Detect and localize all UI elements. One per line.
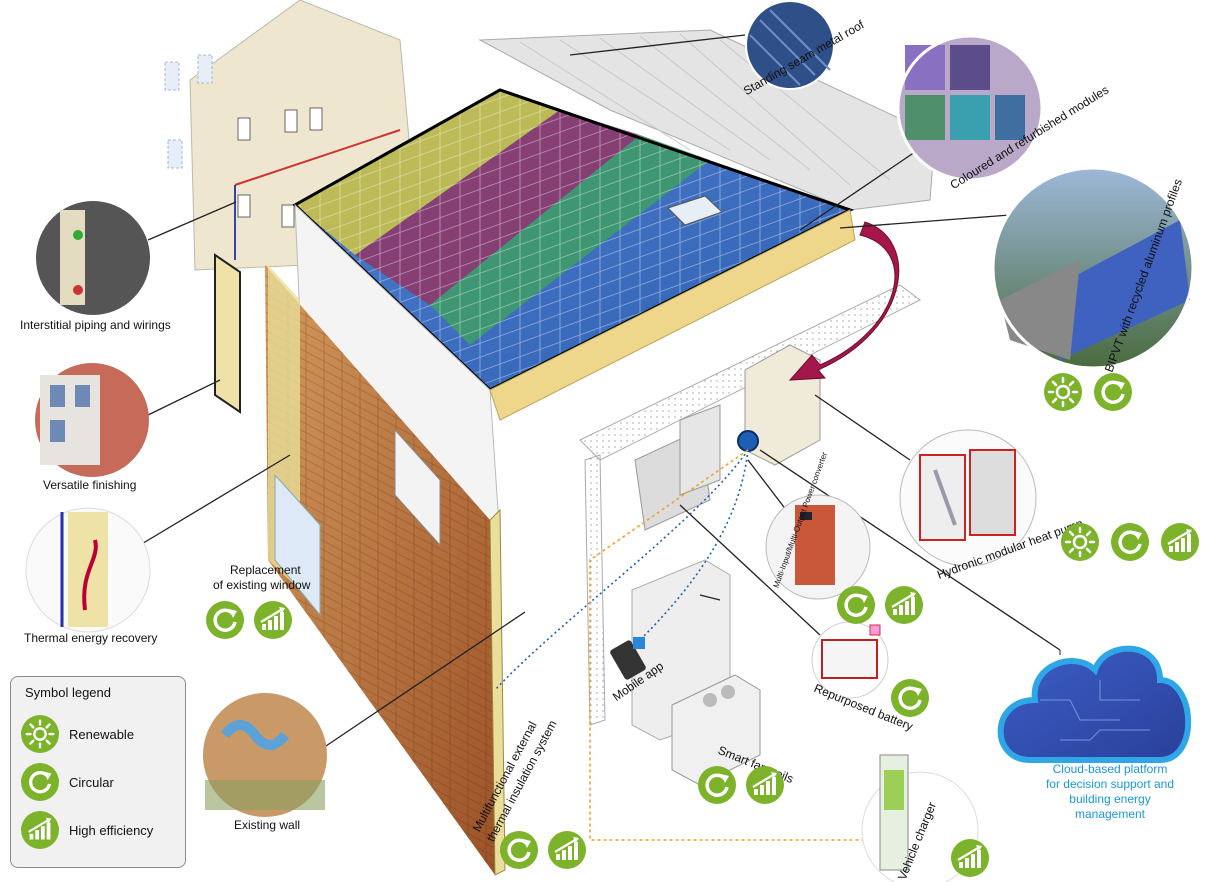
cloud-icon bbox=[997, 645, 1192, 763]
efficiency-bars-icon bbox=[950, 838, 990, 878]
vehicle-charger bbox=[861, 754, 979, 882]
efficiency-bars-icon bbox=[745, 765, 785, 805]
photo-standing-seam bbox=[745, 0, 835, 90]
legend-label-renewable: Renewable bbox=[69, 726, 135, 742]
efficiency-bars-icon bbox=[884, 585, 924, 625]
standing-seam-roof bbox=[478, 29, 936, 211]
legend-row-circular: Circular bbox=[21, 763, 114, 801]
photo-mimo bbox=[765, 494, 871, 600]
heat-duct-arrow bbox=[788, 221, 900, 381]
photo-heat-pump bbox=[899, 429, 1037, 567]
legend-label-circular: Circular bbox=[69, 774, 114, 790]
sun-icon bbox=[1043, 372, 1083, 412]
legend-row-efficiency: High efficiency bbox=[21, 811, 153, 849]
sun-icon bbox=[21, 715, 59, 753]
data-cables bbox=[494, 449, 749, 691]
cloud-platform-text: Cloud-based platform for decision suppor… bbox=[1035, 762, 1185, 822]
mobile-phone bbox=[610, 637, 646, 680]
brick-wall bbox=[265, 265, 495, 875]
photo-battery bbox=[811, 621, 889, 699]
label-interstitial: Interstitial piping and wirings bbox=[20, 318, 171, 332]
ghost-panels bbox=[164, 54, 213, 169]
circular-arrow-icon bbox=[21, 763, 59, 801]
circular-arrow-icon bbox=[205, 600, 245, 640]
cloud-text-line-4: management bbox=[1074, 807, 1146, 821]
label-existing-wall: Existing wall bbox=[234, 818, 301, 832]
power-cables bbox=[589, 449, 870, 841]
replacement-window-panel bbox=[214, 253, 321, 617]
cloud-text-line-2: for decision support and bbox=[1045, 777, 1175, 791]
efficiency-bars-icon bbox=[1160, 522, 1200, 562]
circular-arrow-icon bbox=[1093, 372, 1133, 412]
insulation-layer bbox=[489, 508, 506, 876]
circular-arrow-icon bbox=[890, 678, 930, 718]
fan-coil-unit bbox=[671, 674, 761, 786]
label-versatile: Versatile finishing bbox=[43, 478, 137, 492]
label-thermal-recovery: Thermal energy recovery bbox=[24, 631, 158, 645]
circular-arrow-icon bbox=[499, 830, 539, 870]
circular-arrow-icon bbox=[836, 585, 876, 625]
efficiency-bars-icon bbox=[21, 811, 59, 849]
photo-thermal-recovery bbox=[25, 507, 151, 633]
cloud-text-line-1: Cloud-based platform bbox=[1052, 762, 1168, 776]
symbol-legend: Symbol legend Renewable Circular High ef… bbox=[10, 676, 186, 868]
photo-interstitial bbox=[36, 201, 150, 315]
circular-arrow-icon bbox=[1110, 522, 1150, 562]
photo-bipvt bbox=[991, 166, 1195, 370]
efficiency-bars-icon bbox=[547, 830, 587, 870]
circular-arrow-icon bbox=[697, 765, 737, 805]
legend-label-efficiency: High efficiency bbox=[69, 822, 154, 838]
efficiency-bars-icon bbox=[253, 600, 293, 640]
cloud-text-line-3: building energy bbox=[1069, 792, 1151, 806]
photo-existing-wall bbox=[203, 693, 327, 817]
sun-icon bbox=[1060, 522, 1100, 562]
label-replacement-2: of existing window bbox=[213, 578, 311, 592]
photo-coloured-modules bbox=[896, 34, 1044, 182]
label-replacement-1: Replacement bbox=[230, 563, 301, 577]
photo-versatile bbox=[35, 363, 149, 477]
legend-title: Symbol legend bbox=[25, 685, 111, 700]
legend-row-renewable: Renewable bbox=[21, 715, 134, 753]
